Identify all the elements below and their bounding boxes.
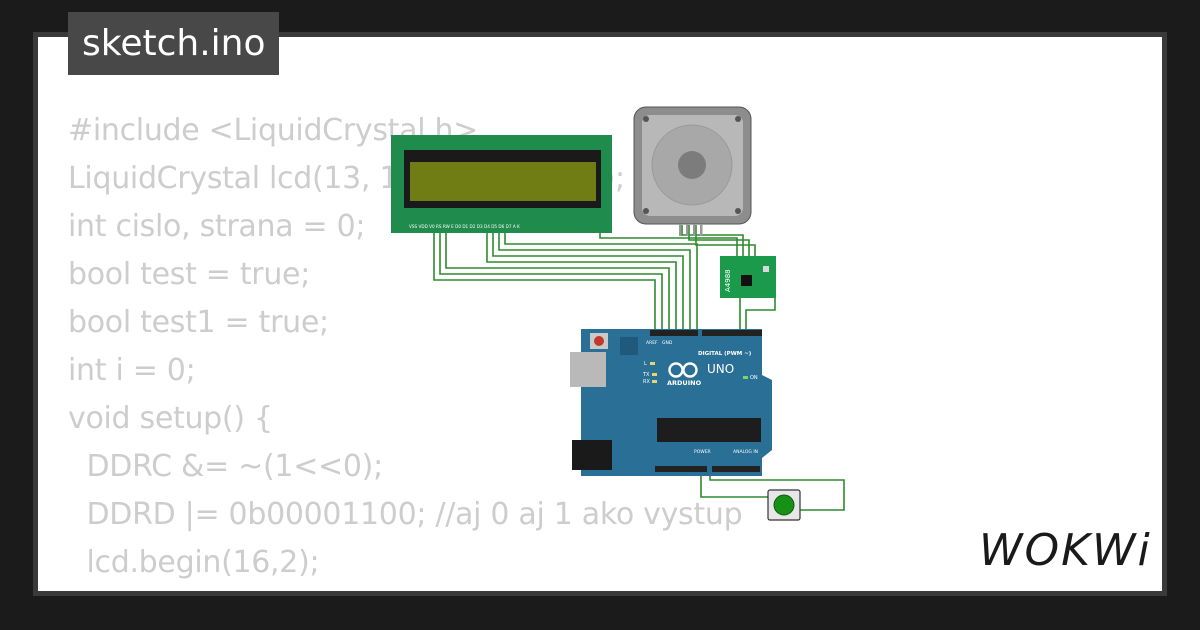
wire-motor-2: [681, 225, 744, 258]
stepper-motor[interactable]: [633, 106, 752, 236]
led-rx-indicator: [652, 380, 657, 383]
pushbutton[interactable]: [767, 489, 801, 521]
wire-driver-dir: [745, 298, 776, 332]
lcd-display[interactable]: VSS VDD V0 RS RW E D0 D1 D2 D3 D4 D5 D6 …: [391, 135, 612, 233]
driver-pot: [763, 266, 769, 272]
power-jack: [572, 440, 612, 470]
wire-lcd-extra: [504, 232, 698, 330]
wire-motor-4: [695, 225, 756, 258]
icsp-header: [620, 337, 638, 355]
wire-lcd-d13: [433, 232, 656, 330]
arduino-brand: ARDUINO: [667, 379, 702, 387]
driver-chip: [741, 275, 752, 286]
lcd-screen: [410, 162, 596, 201]
motor-shaft: [678, 151, 706, 179]
led-l-indicator: [650, 362, 655, 365]
digital-header-high: [650, 330, 698, 336]
code-line: DDRD |= 0b00001100; //aj 0 aj 1 ako vyst…: [68, 497, 743, 532]
gnd-label: GND: [662, 340, 673, 346]
motor-screw: [735, 208, 741, 214]
code-line: int cislo, strana = 0;: [68, 209, 366, 244]
wire-lcd-d9: [492, 232, 684, 330]
wires: [433, 225, 845, 511]
led-tx-label: TX: [642, 372, 650, 378]
code-line: lcd.begin(16,2);: [68, 545, 320, 580]
code-line: DDRC &= ~(1<<0);: [68, 449, 383, 484]
wire-motor-3: [688, 225, 750, 258]
arduino-uno[interactable]: AREF GND DIGITAL (PWM ~) L TX RX UNO ARD…: [570, 329, 772, 476]
on-label: ON: [750, 375, 758, 381]
wokwi-logo: WOKWi: [979, 525, 1150, 574]
code-line: bool test1 = true;: [68, 305, 329, 340]
digital-header-low: [702, 330, 762, 336]
logo-loop-right: [682, 362, 698, 378]
power-header: [655, 466, 707, 472]
analog-label: ANALOG IN: [733, 449, 758, 455]
motor-pin: [700, 224, 703, 236]
aref-label: AREF: [646, 340, 658, 346]
atmega-chip: [657, 418, 761, 442]
motor-pin: [686, 224, 689, 236]
digital-label: DIGITAL (PWM ~): [698, 351, 752, 357]
led-tx-indicator: [652, 373, 657, 376]
analog-header: [712, 466, 760, 472]
driver-label: A4988: [724, 269, 732, 292]
code-line: bool test = true;: [68, 257, 311, 292]
lcd-pin-labels: VSS VDD V0 RS RW E D0 D1 D2 D3 D4 D5 D6 …: [409, 224, 520, 229]
motor-screw: [643, 208, 649, 214]
led-l-label: L: [644, 361, 647, 367]
arduino-infinity-logo: [668, 362, 698, 378]
wire-lcd-d8: [498, 232, 691, 330]
code-line: void setup() {: [68, 401, 273, 436]
motor-screw: [643, 116, 649, 122]
file-tab-title: sketch.ino: [68, 12, 280, 75]
arduino-model: UNO: [707, 362, 734, 376]
code-line: int i = 0;: [68, 353, 196, 388]
motor-pin: [679, 224, 682, 236]
wire-button-a: [700, 470, 770, 498]
wire-lcd-d10: [486, 232, 677, 330]
usb-port: [570, 352, 606, 387]
motor-screw: [735, 116, 741, 122]
wire-button-b: [709, 470, 845, 511]
motor-pin: [693, 224, 696, 236]
power-label: POWER: [694, 449, 711, 455]
reset-button[interactable]: [594, 336, 604, 346]
wire-lcd-d12: [439, 232, 663, 330]
led-rx-label: RX: [643, 379, 650, 385]
a4988-driver[interactable]: A4988: [720, 256, 776, 298]
wire-lcd-d11: [445, 232, 670, 330]
led-on-indicator: [743, 376, 748, 379]
wire-motor-1: [599, 232, 738, 258]
button-cap[interactable]: [773, 494, 795, 516]
wokwi-logo-text: WOKWi: [979, 525, 1150, 574]
